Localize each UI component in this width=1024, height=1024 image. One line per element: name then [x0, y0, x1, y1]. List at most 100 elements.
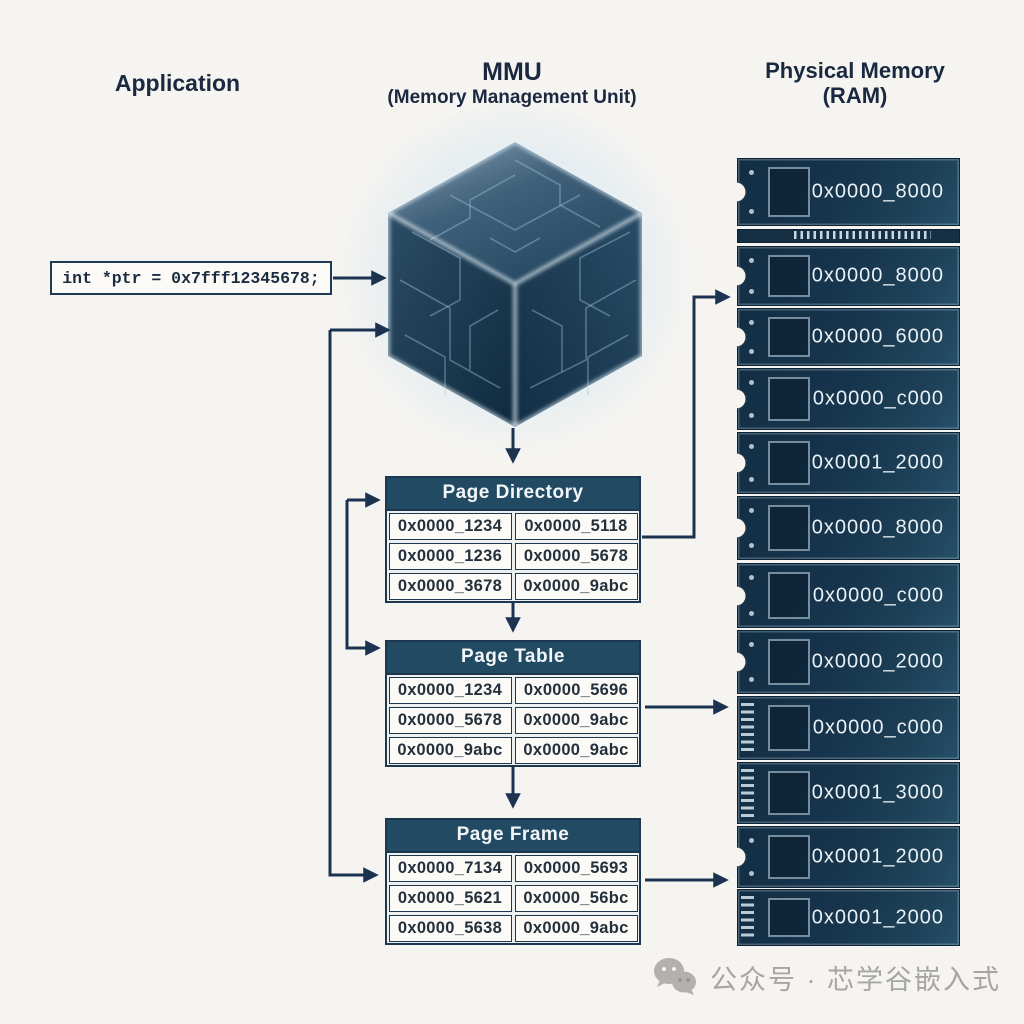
connector-pins	[741, 703, 754, 753]
table-row: 0x0000_5678 0x0000_9abc	[387, 705, 639, 735]
arrow-loop-to-page-frame	[328, 330, 379, 883]
table-cell: 0x0000_9abc	[514, 736, 638, 764]
table-cell: 0x0000_7134	[388, 854, 512, 882]
ram-address: 0x0000_2000	[811, 650, 944, 673]
ram-address: 0x0000_c000	[812, 387, 944, 410]
ram-block: 0x0000_8000	[727, 158, 960, 226]
table-cell: 0x0000_56bc	[514, 884, 638, 912]
table-cell: 0x0000_9abc	[514, 706, 638, 734]
cube-edges	[384, 140, 646, 429]
notch	[727, 847, 747, 867]
ram-column-title: Physical Memory (RAM)	[735, 58, 975, 109]
memory-chip-icon	[768, 441, 810, 485]
ram-address: 0x0000_c000	[812, 716, 944, 739]
pin-dot	[749, 170, 754, 175]
mmu-cube-icon	[337, 102, 693, 462]
ram-block: 0x0000_6000	[727, 308, 960, 366]
ram-block: 0x0000_c000	[737, 696, 960, 760]
table-cell: 0x0000_5696	[514, 676, 638, 704]
table-cell: 0x0000_5678	[514, 542, 638, 570]
notch	[727, 266, 747, 286]
memory-chip-icon	[768, 377, 810, 421]
ram-block: 0x0001_2000	[727, 826, 960, 888]
memory-chip-icon	[768, 639, 810, 685]
ram-block: 0x0000_c000	[727, 368, 960, 430]
pin-dot	[749, 289, 754, 294]
table-cell: 0x0000_5678	[388, 706, 512, 734]
pin-dot	[749, 575, 754, 580]
notch	[727, 389, 747, 409]
mmu-column-title: MMU (Memory Management Unit)	[352, 58, 672, 109]
memory-chip-icon	[768, 255, 810, 297]
table-row: 0x0000_1234 0x0000_5118	[387, 511, 639, 541]
notch	[727, 652, 747, 672]
table-cell: 0x0000_9abc	[514, 572, 638, 600]
ram-block: 0x0000_c000	[727, 563, 960, 628]
connector-pins	[794, 231, 931, 239]
table-row: 0x0000_1234 0x0000_5696	[387, 675, 639, 705]
ram-block: 0x0000_2000	[727, 630, 960, 694]
connector-pins	[741, 896, 754, 939]
ram-block: 0x0001_2000	[727, 432, 960, 494]
pin-dot	[749, 258, 754, 263]
memory-chip-icon	[768, 317, 810, 357]
ram-address: 0x0001_2000	[811, 451, 944, 474]
memory-chip-icon	[768, 572, 810, 619]
table-row: 0x0000_3678 0x0000_9abc	[387, 571, 639, 601]
table-cell: 0x0000_9abc	[514, 914, 638, 942]
table-row: 0x0000_5638 0x0000_9abc	[387, 913, 639, 943]
pin-dot	[749, 444, 754, 449]
memory-chip-icon	[768, 505, 810, 551]
pin-dot	[749, 642, 754, 647]
ram-edge-connector	[737, 229, 960, 243]
arrow-page-directory-to-ram	[642, 289, 731, 539]
memory-chip-icon	[768, 705, 810, 751]
page-frame-table: Page Frame 0x0000_7134 0x0000_5693 0x000…	[385, 818, 641, 945]
application-column-title: Application	[114, 70, 241, 96]
pin-dot	[749, 611, 754, 616]
pin-dot	[749, 380, 754, 385]
pin-dot	[749, 413, 754, 418]
ram-address: 0x0001_2000	[811, 845, 944, 868]
table-row: 0x0000_9abc 0x0000_9abc	[387, 735, 639, 765]
pin-dot	[749, 320, 754, 325]
table-cell: 0x0000_5638	[388, 914, 512, 942]
table-row: 0x0000_5621 0x0000_56bc	[387, 883, 639, 913]
ram-block: 0x0001_3000	[737, 762, 960, 824]
memory-chip-icon	[768, 771, 810, 815]
wechat-icon	[654, 958, 696, 995]
notch	[727, 518, 747, 538]
table-cell: 0x0000_9abc	[388, 736, 512, 764]
ram-address: 0x0000_6000	[811, 325, 944, 348]
pin-dot	[749, 543, 754, 548]
table-cell: 0x0000_3678	[388, 572, 512, 600]
table-cell: 0x0000_5118	[514, 512, 638, 540]
ram-address: 0x0001_2000	[811, 906, 944, 928]
table-row: 0x0000_1236 0x0000_5678	[387, 541, 639, 571]
mmu-subtitle: (Memory Management Unit)	[387, 86, 637, 108]
table-cell: 0x0000_5693	[514, 854, 638, 882]
pin-dot	[749, 677, 754, 682]
circuit-traces	[399, 159, 637, 395]
table-cell: 0x0000_1234	[388, 512, 512, 540]
page-directory-table: Page Directory 0x0000_1234 0x0000_5118 0…	[385, 476, 641, 603]
connector-pins	[741, 769, 754, 817]
table-row: 0x0000_7134 0x0000_5693	[387, 853, 639, 883]
table-cell: 0x0000_1236	[388, 542, 512, 570]
pin-dot	[749, 209, 754, 214]
watermark-text: 公众号 · 芯学谷嵌入式	[710, 964, 1001, 995]
ram-subtitle: (RAM)	[822, 83, 888, 109]
ram-title: Physical Memory	[765, 58, 945, 83]
pin-dot	[749, 508, 754, 513]
notch	[727, 586, 747, 605]
memory-chip-icon	[768, 898, 810, 937]
ram-address: 0x0000_8000	[811, 264, 944, 287]
pin-dot	[749, 871, 754, 876]
ram-address: 0x0000_8000	[811, 516, 944, 539]
pin-dot	[749, 477, 754, 482]
notch	[727, 182, 747, 202]
mmu-title: MMU	[482, 58, 542, 86]
arrow-pd-to-page-table	[345, 500, 381, 656]
